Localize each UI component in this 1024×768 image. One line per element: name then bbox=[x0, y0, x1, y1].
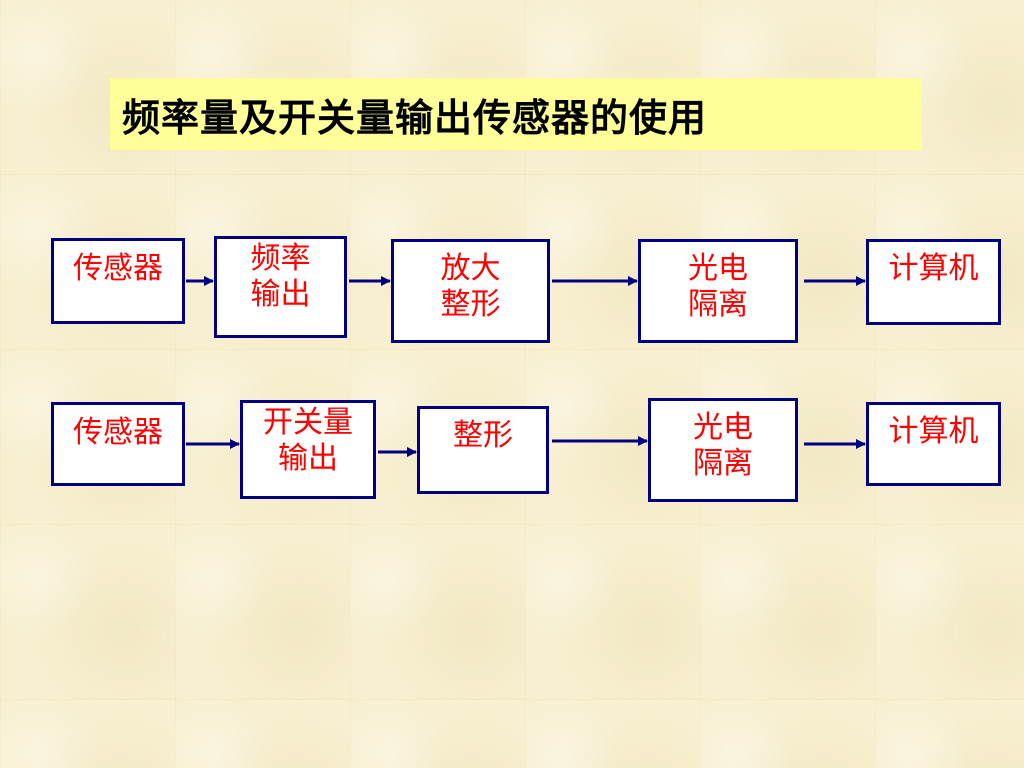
row1-amplify-shape-line1: 放大 bbox=[440, 251, 501, 286]
row1-frequency-output-line2: 输出 bbox=[250, 277, 311, 312]
row2-sensor-label: 传感器 bbox=[73, 415, 163, 450]
row1-frequency-output-line1: 频率 bbox=[250, 241, 311, 276]
row2-shaping-label: 整形 bbox=[453, 418, 513, 453]
row1-optical-isolation-line2: 隔离 bbox=[688, 287, 748, 322]
row2-switch-output-line2: 输出 bbox=[278, 441, 338, 476]
slide-title: 频率量及开关量输出传感器的使用 bbox=[110, 78, 922, 150]
row2-shaping-box: 整形 bbox=[417, 406, 549, 494]
row1-amplify-shape-line2: 整形 bbox=[440, 287, 501, 322]
row2-sensor-box: 传感器 bbox=[51, 402, 185, 486]
row1-sensor-label: 传感器 bbox=[73, 251, 163, 286]
row1-frequency-output-box: 频率 输出 bbox=[214, 236, 347, 338]
row2-computer-label: 计算机 bbox=[888, 414, 979, 449]
row1-optical-isolation-line1: 光电 bbox=[688, 251, 748, 286]
row2-optical-isolation-box: 光电 隔离 bbox=[648, 398, 798, 502]
row2-switch-output-line1: 开关量 bbox=[263, 405, 353, 440]
row1-computer-label: 计算机 bbox=[888, 251, 979, 286]
row2-optical-isolation-line1: 光电 bbox=[693, 410, 753, 445]
row2-optical-isolation-line2: 隔离 bbox=[693, 446, 753, 481]
row1-amplify-shape-box: 放大 整形 bbox=[391, 239, 550, 343]
row2-computer-box: 计算机 bbox=[866, 402, 1001, 486]
row2-switch-output-box: 开关量 输出 bbox=[240, 400, 376, 499]
row1-computer-box: 计算机 bbox=[866, 239, 1001, 325]
row1-sensor-box: 传感器 bbox=[51, 238, 185, 324]
row1-optical-isolation-box: 光电 隔离 bbox=[638, 239, 798, 343]
